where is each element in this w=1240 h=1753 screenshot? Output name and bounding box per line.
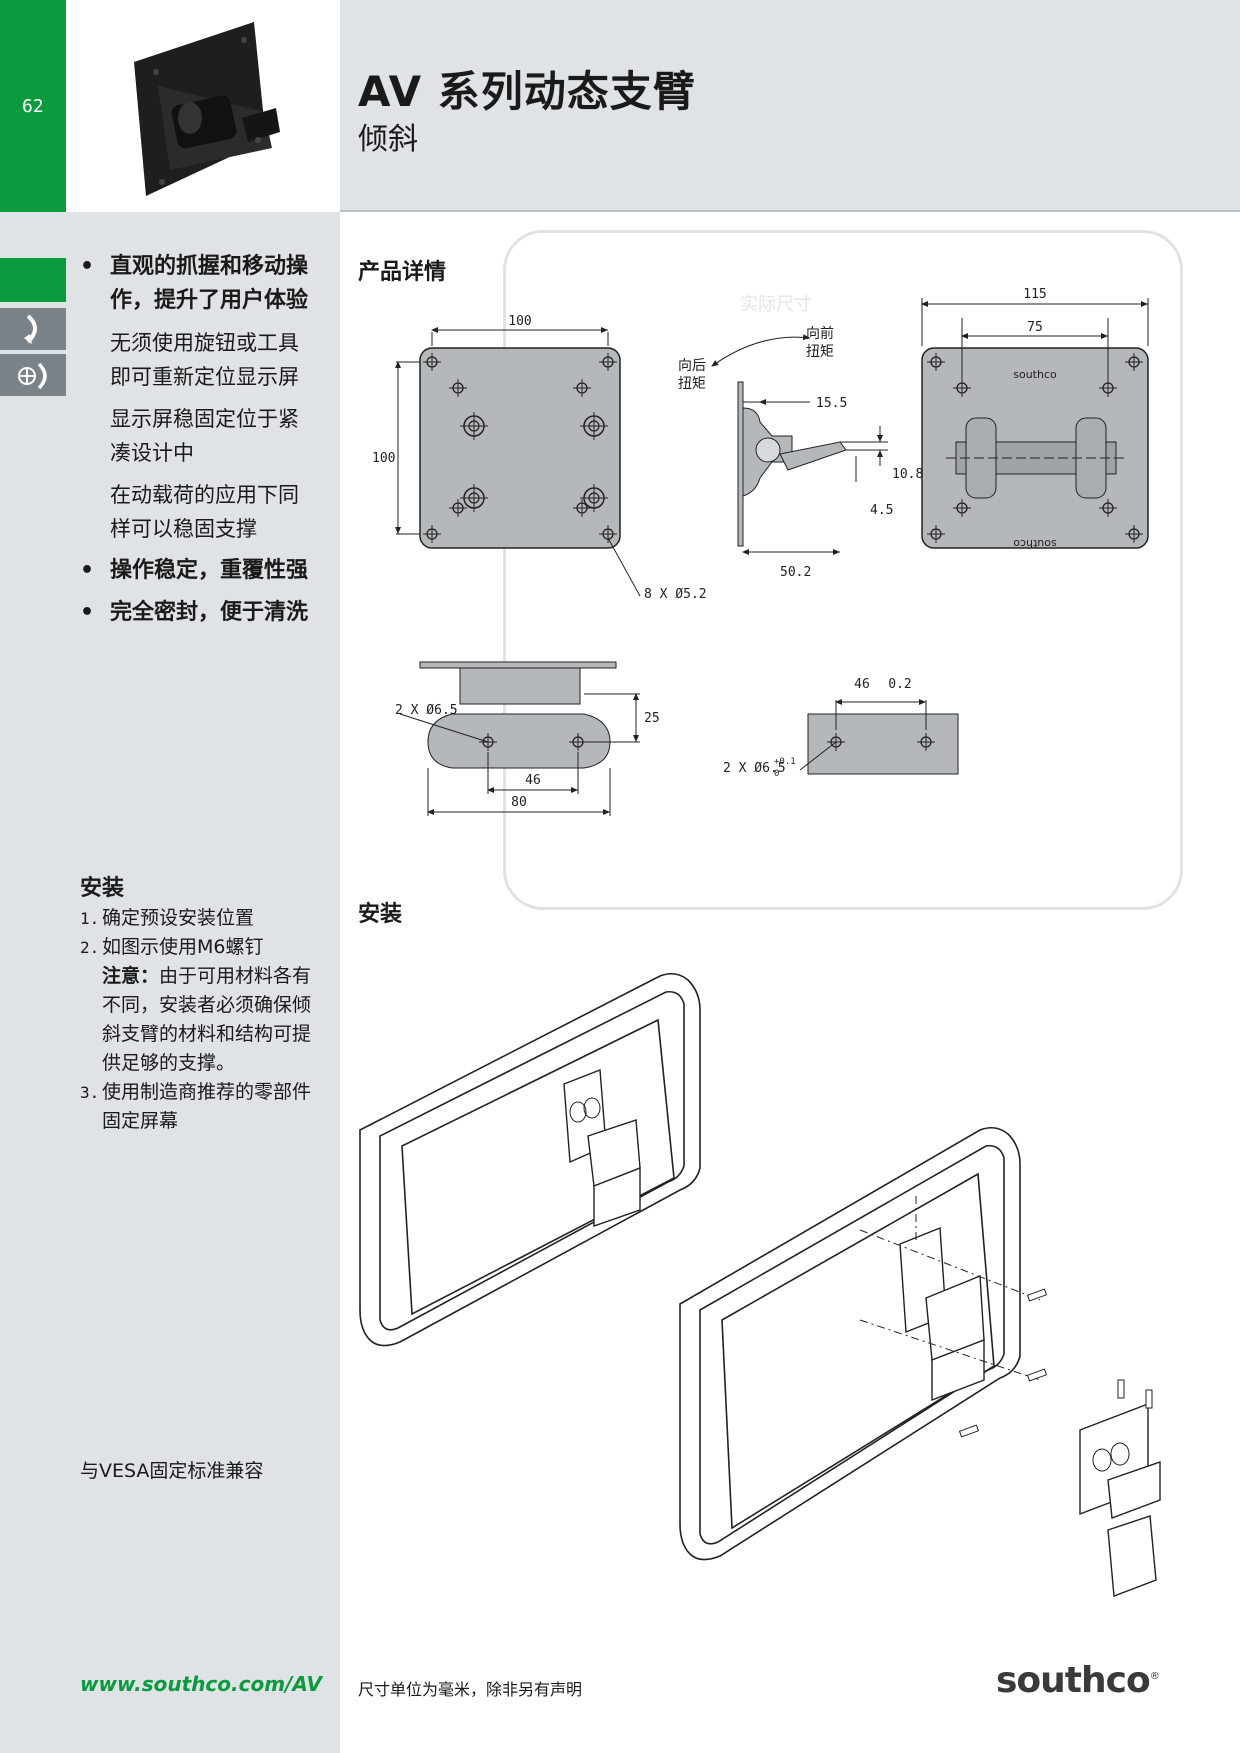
bracket-exploded <box>859 1196 1048 1438</box>
feature-subitem: 无须使用旋钮或工具即可重新定位显示屏 <box>110 331 299 389</box>
forward-torque-label-2: 扭矩 <box>806 344 834 360</box>
install-note: 注意：由于可用材料各有 不同，安装者必须确保倾 斜支臂的材料和结构可提 供足够的… <box>102 965 312 1074</box>
website-link[interactable]: www.southco.com/AV <box>80 1672 322 1696</box>
dim-bottom-holes: 2 X Ø6.5 <box>395 703 458 718</box>
dim-side-15-5: 15.5 <box>816 396 847 411</box>
dim-side-4-5: 4.5 <box>870 503 893 518</box>
page-number: 62 <box>22 96 44 117</box>
page-title: AV 系列动态支臂 <box>358 67 696 116</box>
page-number-strip <box>0 0 66 212</box>
drawing-frame <box>503 230 1183 910</box>
install-step: 3.使用制造商推荐的零部件固定屏幕 <box>80 1081 312 1132</box>
brand-mark-back: southco <box>1013 368 1057 381</box>
watermark-text: 实际尺寸 <box>740 294 812 315</box>
install-step: 1.确定预设安装位置 <box>80 907 255 929</box>
forward-torque-label: 向前 <box>806 325 834 342</box>
side-tab-active[interactable] <box>0 258 66 302</box>
dim-slot-tolerance: 0.2 <box>888 677 911 692</box>
southco-logo: southco® <box>996 1660 1160 1701</box>
dim-slot-tol-lower: 0 <box>774 769 779 779</box>
dim-115: 115 <box>1023 287 1046 302</box>
dim-46: 46 <box>525 773 541 788</box>
bracket-mounted-upper <box>563 1069 641 1227</box>
install-illustration-heading: 安装 <box>358 902 403 927</box>
feature-item: 操作稳定，重覆性强 <box>80 554 335 588</box>
monitor-upper <box>359 972 701 1347</box>
dim-side-50-2: 50.2 <box>780 565 811 580</box>
feature-subitem: 在动载荷的应用下同样可以稳固支撑 <box>110 483 299 541</box>
install-steps: 1.确定预设安装位置 2.如图示使用M6螺钉 注意：由于可用材料各有 不同，安装… <box>80 904 338 1136</box>
backward-torque-label: 向后 <box>678 358 706 374</box>
dim-slot-holes: 2 X Ø6.5 <box>723 761 786 776</box>
brand-mark-back-inverted: southco <box>1013 537 1057 550</box>
mounting-template-view: 46 0.2 2 X Ø6.5 +0.1 0 <box>723 677 959 779</box>
tilt-icon[interactable] <box>0 308 66 350</box>
dim-plate-width: 100 <box>508 314 531 329</box>
dim-slot-tol-upper: +0.1 <box>774 757 796 767</box>
feature-item: 完全密封，便于清洗 <box>80 596 335 630</box>
vesa-note: 与VESA固定标准兼容 <box>80 1460 264 1482</box>
dim-holes: 8 X Ø5.2 <box>644 587 707 602</box>
plate-front-view: 100 100 8 X Ø5.2 <box>372 314 707 602</box>
dim-plate-height: 100 <box>372 451 395 466</box>
product-details-heading: 产品详情 <box>358 260 447 285</box>
dim-75: 75 <box>1027 320 1043 335</box>
plate-side-view: 15.5 10.8 4.5 50.2 向前 扭矩 向后 扭矩 <box>678 325 923 580</box>
dim-80: 80 <box>511 795 527 810</box>
feature-subitem: 显示屏稳固定位于紧凑设计中 <box>110 407 299 465</box>
dim-slot-46: 46 <box>854 677 870 692</box>
technical-drawings: 实际尺寸 100 100 8 X Ø5.2 15.5 10.8 4.5 <box>372 287 1149 816</box>
product-photo <box>66 0 340 212</box>
install-step: 2.如图示使用M6螺钉 <box>80 936 264 958</box>
dim-25: 25 <box>644 711 660 726</box>
plate-back-view: southco southco 115 75 <box>921 287 1149 550</box>
installation-illustration <box>359 972 1161 1597</box>
install-heading: 安装 <box>80 876 125 901</box>
swivel-tilt-icon[interactable] <box>0 354 66 396</box>
bracket-bottom-view: 25 2 X Ø6.5 46 80 <box>395 661 660 816</box>
bracket-detail <box>1079 1379 1161 1597</box>
page-subtitle: 倾斜 <box>358 122 418 157</box>
header-band <box>340 0 1240 212</box>
units-footnote: 尺寸单位为毫米，除非另有声明 <box>358 1680 583 1699</box>
dim-side-10-8: 10.8 <box>892 467 923 482</box>
backward-torque-label-2: 扭矩 <box>678 376 706 392</box>
monitor-lower <box>679 1126 1021 1561</box>
